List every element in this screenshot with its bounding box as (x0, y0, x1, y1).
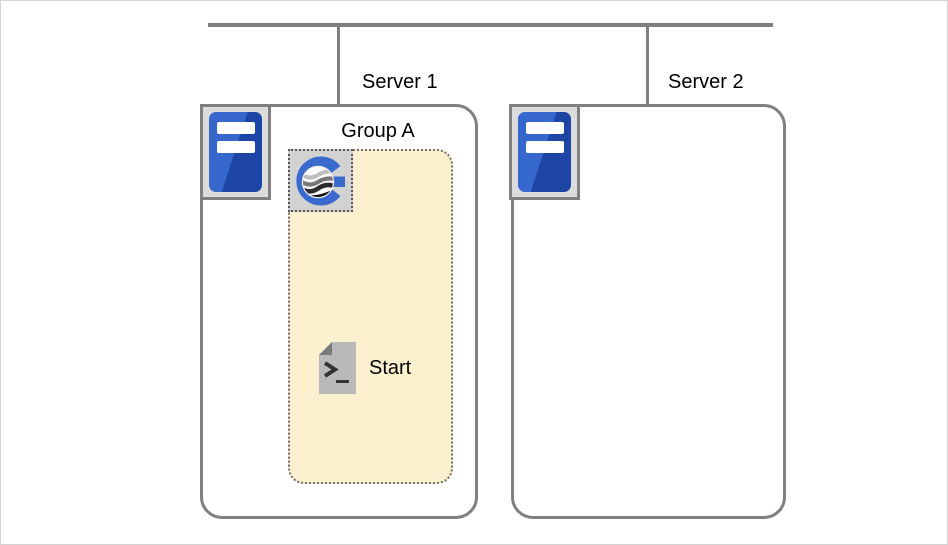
server2-label: Server 2 (668, 71, 744, 93)
server1-drop-line (337, 25, 340, 106)
tower-slot (216, 141, 255, 153)
server1-tower-tile[interactable] (200, 104, 271, 200)
tower-slot (216, 122, 255, 134)
server-tower-icon (518, 112, 571, 192)
genesys-g-icon (295, 155, 347, 207)
network-bus-line (208, 23, 773, 27)
script-file-icon (319, 342, 356, 394)
genesys-g-tile[interactable] (288, 149, 353, 212)
group-a-label: Group A (341, 120, 415, 142)
start-item[interactable]: Start (319, 342, 411, 394)
tower-slot (525, 141, 564, 153)
server1-label: Server 1 (362, 71, 438, 93)
server-tower-icon (209, 112, 262, 192)
server2-tower-tile[interactable] (509, 104, 580, 200)
tower-slot (525, 122, 564, 134)
start-label: Start (369, 356, 412, 379)
server2-drop-line (646, 25, 649, 106)
